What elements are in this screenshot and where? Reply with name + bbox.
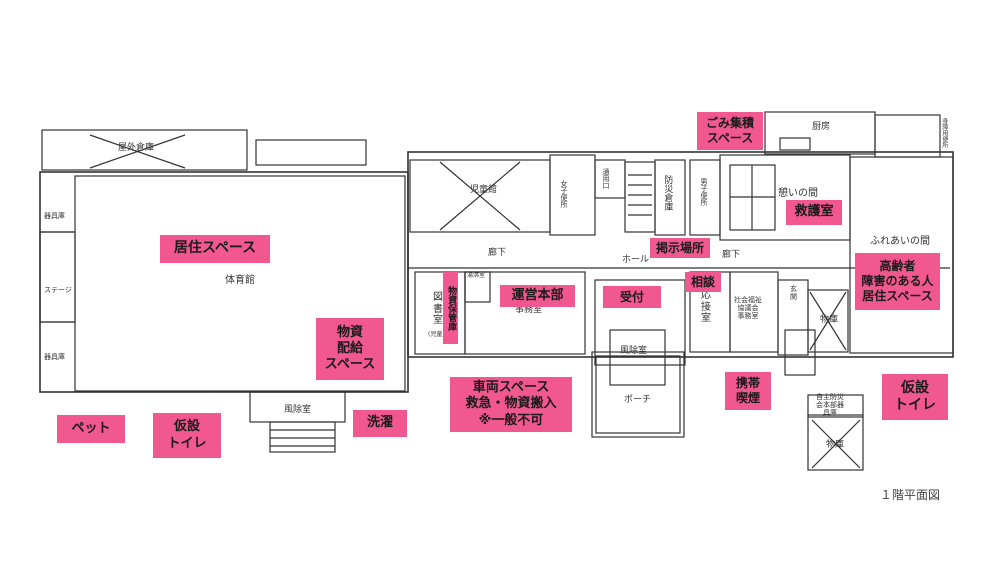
room-social-welfare-office: 社会福祉 協議会 事務室 <box>734 296 762 321</box>
corridor-right: 廊下 <box>722 250 741 260</box>
room-self-defense-storage: 自主防災 会本部器 具庫 <box>816 393 844 418</box>
room-fureai: ふれあいの間 <box>870 236 930 247</box>
room-gym: 体育館 <box>225 275 255 286</box>
room-office: 事務室 <box>515 305 543 315</box>
label-living-space: 居住スペース <box>160 235 270 263</box>
label-supply-distribution: 物資 配給 スペース <box>316 318 384 380</box>
room-kitchen: 厨房 <box>812 122 831 132</box>
label-smoking: 携帯 喫煙 <box>725 372 771 410</box>
outdoor-storage <box>41 129 248 171</box>
label-temp-toilet-right: 仮設 トイレ <box>882 374 948 420</box>
label-operations-hq: 運営本部 <box>500 285 575 307</box>
room-service-entrance: 通用口 <box>602 168 611 189</box>
room-porch: ポーチ <box>624 395 652 405</box>
label-reception-desk: 受付 <box>603 286 661 308</box>
room-mens-toilet: 男子便所 <box>700 178 709 206</box>
room-storage-bottom: 物庫 <box>826 440 845 450</box>
room-kettle: 湯沸室 <box>467 272 486 279</box>
room-equipment-1: 器具庫 <box>44 212 65 220</box>
room-accessible-toilet: 身障用便所 <box>940 118 948 148</box>
room-disaster-storage: 防災倉庫 <box>662 175 673 211</box>
room-entrance: 玄 関 <box>790 285 797 302</box>
room-library-note: (児童用) <box>428 331 451 338</box>
label-elderly-space: 高齢者 障害のある人 居住スペース <box>855 253 940 310</box>
corridor-left: 廊下 <box>488 248 507 258</box>
label-consultation: 相談 <box>685 272 721 292</box>
label-temp-toilet-left: 仮設 トイレ <box>153 413 221 458</box>
room-windbreak-left: 風除室 <box>284 405 312 415</box>
room-reception: 応 接 室 <box>701 290 711 324</box>
label-first-aid: 救護室 <box>786 200 842 225</box>
label-laundry: 洗濯 <box>353 410 407 437</box>
label-vehicle-space: 車両スペース 救急・物資搬入 ※一般不可 <box>450 377 572 432</box>
caption: １階平面図 <box>880 488 941 502</box>
label-pet: ペット <box>57 415 125 443</box>
label-bulletin: 掲示場所 <box>650 238 710 258</box>
label-garbage: ごみ集積 スペース <box>697 112 763 150</box>
room-windbreak-center: 風除室 <box>620 346 648 356</box>
room-outdoor-storage: 屋外倉庫 <box>118 143 155 153</box>
room-hall: ホール <box>622 255 650 265</box>
room-stage: ステージ <box>44 286 72 294</box>
room-ikoi: 憩いの間 <box>778 188 818 199</box>
room-equipment-2: 器具庫 <box>44 353 65 361</box>
room-children-hall: 児童館 <box>470 185 498 195</box>
room-storage-right: 物庫 <box>820 315 839 325</box>
label-supply-storage: 物資保管庫 <box>443 272 458 344</box>
room-womens-toilet: 女子便所 <box>560 180 569 208</box>
room-library: 図 書 室 <box>433 292 443 326</box>
